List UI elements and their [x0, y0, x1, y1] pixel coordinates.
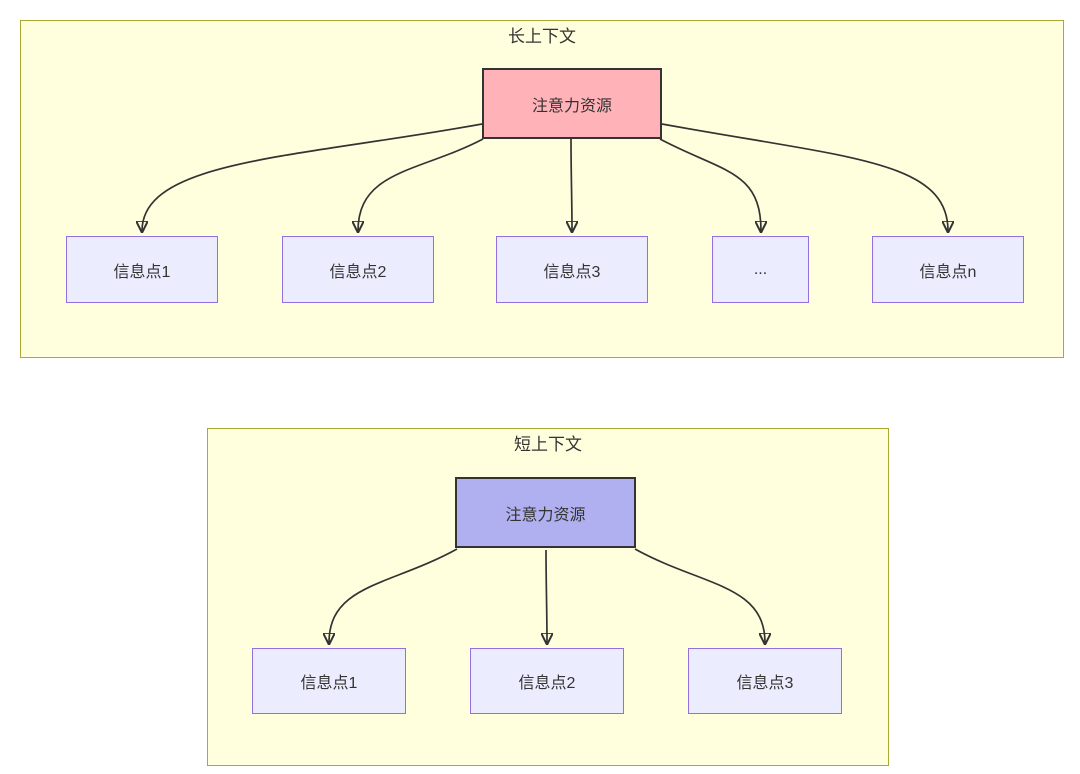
info-node-short-2-label: 信息点2: [518, 675, 576, 692]
info-node-long-2: 信息点2: [282, 236, 434, 303]
info-node-long-2-label: 信息点2: [329, 263, 387, 281]
info-node-long-n: 信息点n: [872, 236, 1024, 303]
attention-node-short: 注意力资源: [455, 477, 636, 548]
arrow-long-attention-to-info3: [571, 138, 572, 231]
info-node-short-3: 信息点3: [688, 648, 842, 714]
info-node-short-1: 信息点1: [252, 648, 406, 714]
attention-node-long: 注意力资源: [482, 68, 662, 139]
info-node-long-ellipsis-label: ...: [753, 260, 768, 278]
info-node-long-1-label: 信息点1: [113, 263, 171, 281]
info-node-short-2: 信息点2: [470, 648, 624, 714]
arrow-long-attention-to-info-n: [661, 123, 948, 231]
arrow-short-attention-to-info1: [329, 548, 458, 643]
cluster-long-title: 长上下文: [508, 27, 576, 46]
info-node-long-3: 信息点3: [496, 236, 648, 303]
arrow-short-attention-to-info3: [634, 548, 765, 643]
info-node-short-1-label: 信息点1: [300, 675, 358, 692]
info-node-long-1: 信息点1: [66, 236, 218, 303]
info-node-long-n-label: 信息点n: [919, 263, 977, 281]
attention-node-short-label: 注意力资源: [505, 506, 586, 524]
arrow-long-attention-to-info1: [142, 123, 483, 231]
info-node-long-3-label: 信息点3: [543, 263, 601, 281]
arrow-long-attention-to-info-ellipsis: [659, 138, 761, 231]
info-node-short-3-label: 信息点3: [736, 675, 794, 692]
arrow-short-attention-to-info2: [546, 549, 547, 643]
arrow-long-attention-to-info2: [358, 138, 484, 231]
cluster-short-title: 短上下文: [514, 435, 582, 454]
attention-node-long-label: 注意力资源: [531, 97, 612, 115]
info-node-long-ellipsis: ...: [712, 236, 809, 303]
